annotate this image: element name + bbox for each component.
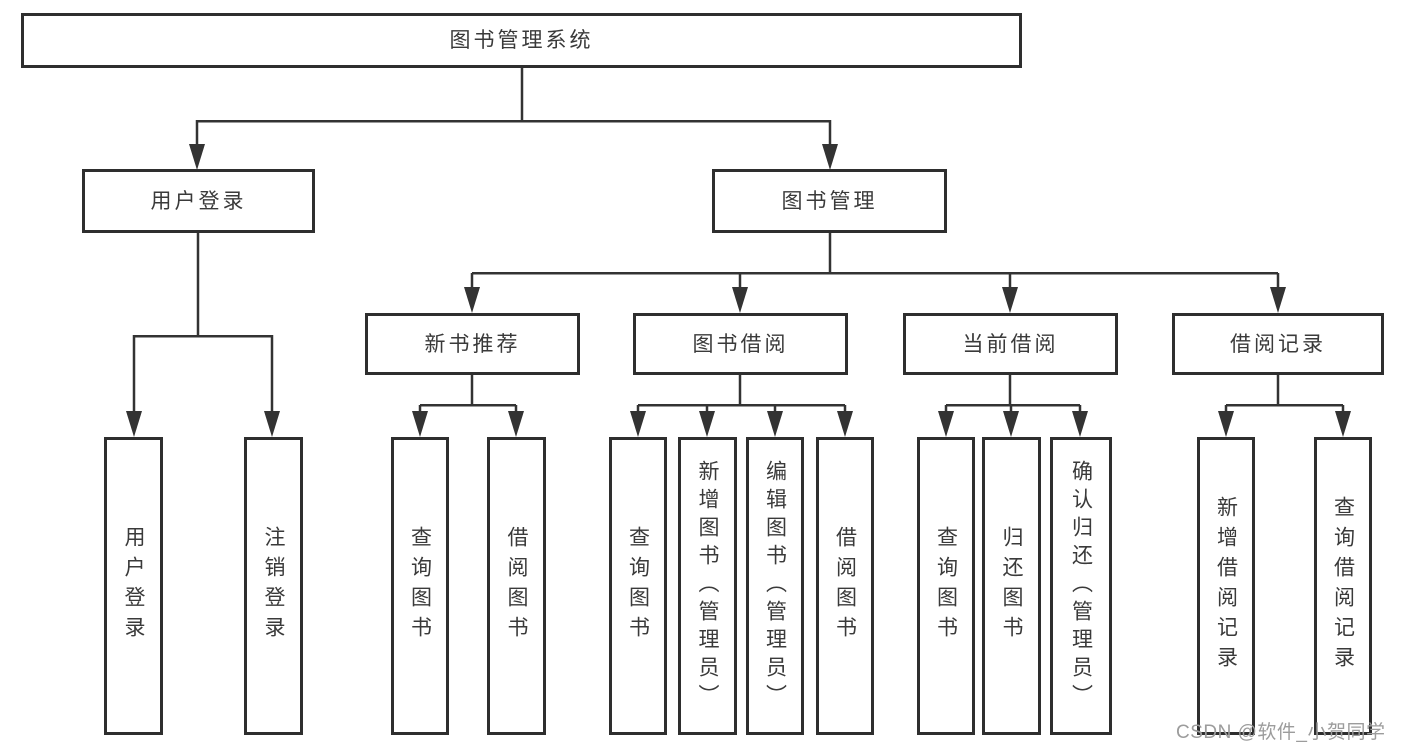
node-book-borrowing: 图书借阅: [633, 313, 848, 375]
leaf-add-books-admin: 新增图书（管理员）: [678, 437, 737, 735]
arrow-down-icon: [264, 411, 280, 437]
leaf-query-books-1: 查询图书: [391, 437, 449, 735]
leaf-edit-books-admin: 编辑图书（管理员）: [746, 437, 804, 735]
node-label: 当前借阅: [962, 332, 1059, 356]
leaf-label: 新增图书（管理员）: [696, 460, 719, 712]
leaf-label: 归还图书: [1000, 526, 1023, 646]
leaf-add-borrow-record: 新增借阅记录: [1197, 437, 1255, 735]
arrow-down-icon: [1072, 411, 1088, 437]
arrow-down-icon: [464, 287, 480, 313]
leaf-label: 借阅图书: [833, 526, 857, 646]
arrow-down-icon: [630, 411, 646, 437]
arrow-down-icon: [1335, 411, 1351, 437]
arrow-down-icon: [1002, 287, 1018, 313]
leaf-label: 注销登录: [262, 526, 285, 646]
arrow-down-icon: [126, 411, 142, 437]
leaf-borrow-books-2: 借阅图书: [816, 437, 874, 735]
arrow-down-icon: [508, 411, 524, 437]
node-borrowing-records: 借阅记录: [1172, 313, 1384, 375]
arrow-down-icon: [1270, 287, 1286, 313]
csdn-watermark: CSDN @软件_小贺同学: [1176, 722, 1386, 743]
node-label: 图书管理: [781, 189, 878, 213]
node-user-login: 用户登录: [82, 169, 315, 233]
arrow-down-icon: [837, 411, 853, 437]
leaf-label: 用户登录: [122, 526, 145, 646]
arrow-down-icon: [732, 287, 748, 313]
arrow-down-icon: [938, 411, 954, 437]
node-book-management: 图书管理: [712, 169, 947, 233]
node-label: 图书管理系统: [449, 29, 594, 52]
leaf-logout: 注销登录: [244, 437, 303, 735]
node-current-borrowing: 当前借阅: [903, 313, 1118, 375]
leaf-confirm-return-admin: 确认归还（管理员）: [1050, 437, 1112, 735]
arrow-down-icon: [699, 411, 715, 437]
leaf-label: 查询图书: [626, 526, 650, 646]
node-label: 新书推荐: [424, 332, 521, 356]
arrowheads: [126, 144, 1351, 437]
node-label: 借阅记录: [1230, 332, 1326, 356]
leaf-label: 借阅图书: [505, 526, 528, 646]
arrow-down-icon: [767, 411, 783, 437]
arrow-down-icon: [822, 144, 838, 170]
leaf-label: 查询图书: [934, 526, 958, 646]
leaf-return-books: 归还图书: [982, 437, 1041, 735]
arrow-down-icon: [189, 144, 205, 170]
leaf-label: 新增借阅记录: [1214, 496, 1238, 676]
arrow-down-icon: [412, 411, 428, 437]
node-label: 图书借阅: [692, 332, 789, 356]
arrow-down-icon: [1003, 411, 1019, 437]
leaf-borrow-books-1: 借阅图书: [487, 437, 546, 735]
leaf-query-books-2: 查询图书: [609, 437, 667, 735]
leaf-label: 查询借阅记录: [1331, 496, 1355, 676]
leaf-user-login: 用户登录: [104, 437, 163, 735]
leaf-label: 编辑图书（管理员）: [763, 460, 787, 712]
leaf-label: 确认归还（管理员）: [1069, 460, 1093, 712]
node-label: 用户登录: [150, 189, 247, 213]
leaf-query-books-3: 查询图书: [917, 437, 975, 735]
node-library-management-system: 图书管理系统: [21, 13, 1022, 68]
leaf-query-borrow-record: 查询借阅记录: [1314, 437, 1372, 735]
leaf-label: 查询图书: [408, 526, 432, 646]
node-new-book-recommend: 新书推荐: [365, 313, 580, 375]
arrow-down-icon: [1218, 411, 1234, 437]
